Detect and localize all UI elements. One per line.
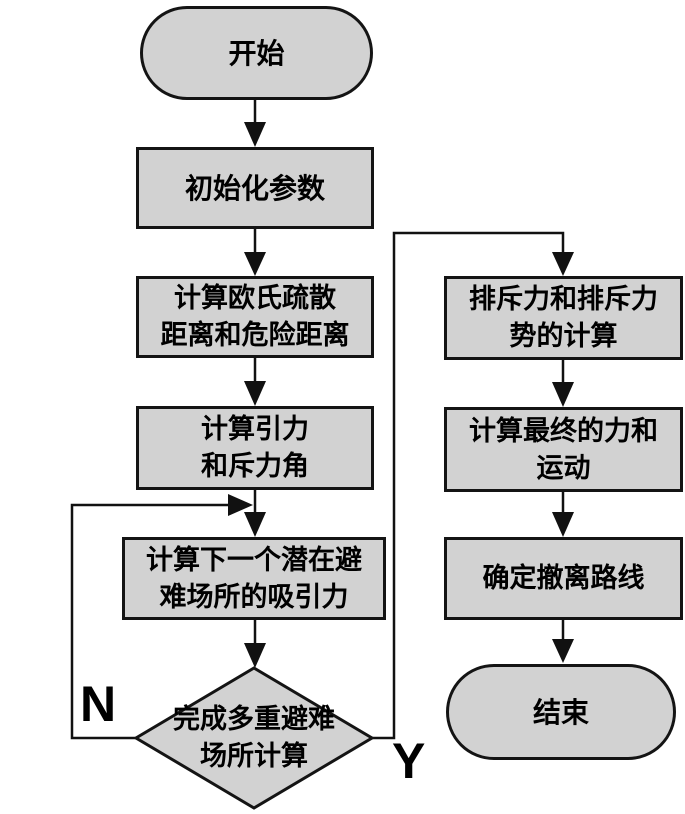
end-node-label: 结束 (532, 696, 589, 728)
init-params-node: 初始化参数 (136, 147, 374, 229)
determine-evacuation-route-label: 确定撤离路线 (482, 563, 645, 593)
edge-distance-angle-arrowhead (244, 381, 266, 406)
edge-repulsion-final-arrowhead (552, 382, 574, 407)
edge-final-route-arrowhead (552, 512, 574, 537)
edge-decision-no-loop-arrowhead (228, 494, 253, 516)
calc-evac-distance-node: 计算欧氏疏散 距离和危险距离 (136, 276, 374, 358)
edge-init-distance-arrowhead (244, 252, 266, 276)
init-params-label: 初始化参数 (184, 172, 325, 204)
edge-decision-yes-line (372, 231, 565, 740)
edge-start-init-arrowhead (244, 122, 266, 147)
calc-final-force-motion-node: 计算最终的力和 运动 (444, 407, 683, 492)
calc-attraction-angle-node: 计算引力 和斥力角 (136, 406, 374, 490)
calc-final-force-motion-label: 计算最终的力和 运动 (469, 415, 658, 483)
calc-next-shelter-node: 计算下一个潜在避 难场所的吸引力 (122, 537, 386, 620)
calc-attraction-angle-label: 计算引力 和斥力角 (201, 414, 309, 481)
start-node-label: 开始 (228, 37, 285, 69)
edge-decision-yes-arrowhead (552, 252, 574, 276)
edge-angle-next-arrowhead (244, 512, 266, 537)
calc-repulsive-force-label: 排斥力和排斥力 势的计算 (469, 284, 658, 351)
branch-label-yes: Y (392, 733, 426, 789)
determine-evacuation-route-node: 确定撤离路线 (444, 537, 683, 620)
edge-next-decision-arrowhead (244, 643, 266, 668)
decision-diamond-shape (133, 666, 375, 810)
decision-multi-shelter-label: 完成多重避难 场所计算 (173, 704, 335, 771)
branch-label-no: N (80, 676, 117, 732)
calc-evac-distance-label: 计算欧氏疏散 距离和危险距离 (160, 283, 350, 350)
calc-next-shelter-label: 计算下一个潜在避 难场所的吸引力 (146, 544, 362, 612)
edge-route-end-arrowhead (552, 639, 574, 663)
end-node: 结束 (446, 664, 676, 760)
start-node: 开始 (140, 6, 373, 100)
edge-decision-no-loop-line (70, 503, 230, 740)
calc-repulsive-force-node: 排斥力和排斥力 势的计算 (444, 276, 683, 360)
